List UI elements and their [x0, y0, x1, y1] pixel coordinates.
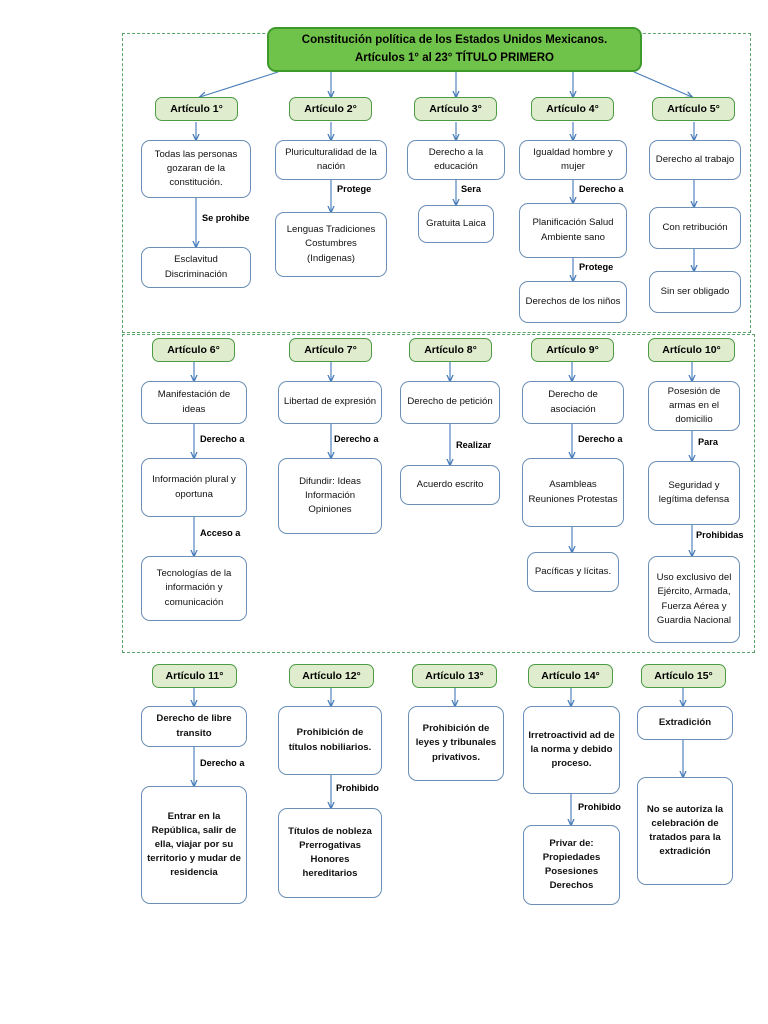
- node-r2c1-3: Tecnologías de la información y comunica…: [141, 556, 247, 621]
- edge-label-r1c4-1: Derecho a: [579, 184, 624, 194]
- node-r2c2-1: Libertad de expresión: [278, 381, 382, 424]
- node-r3c1-1: Derecho de libre transito: [141, 706, 247, 747]
- diagram-title: Constitución política de los Estados Uni…: [267, 27, 642, 72]
- node-r1c4-3: Derechos de los niños: [519, 281, 627, 323]
- edge-label-r2c4-1: Derecho a: [578, 434, 623, 444]
- edge-label-r1c1-1: Se prohibe: [202, 213, 250, 223]
- article-header-15[interactable]: Artículo 15°: [641, 664, 726, 688]
- node-r1c3-2: Gratuita Laica: [418, 205, 494, 243]
- node-r2c3-2: Acuerdo escrito: [400, 465, 500, 505]
- edge-label-r2c1-2: Acceso a: [200, 528, 241, 538]
- node-r3c2-1: Prohibición de títulos nobiliarios.: [278, 706, 382, 775]
- node-r1c2-1: Pluriculturalidad de la nación: [275, 140, 387, 180]
- node-r2c5-3: Uso exclusivo del Ejército, Armada, Fuer…: [648, 556, 740, 643]
- edge-label-r2c5-2: Prohibidas: [696, 530, 744, 540]
- node-r2c4-3: Pacíficas y lícitas.: [527, 552, 619, 592]
- article-header-5[interactable]: Artículo 5°: [652, 97, 735, 121]
- article-header-3[interactable]: Artículo 3°: [414, 97, 497, 121]
- edge-label-r2c1-1: Derecho a: [200, 434, 245, 444]
- article-header-13[interactable]: Artículo 13°: [412, 664, 497, 688]
- article-header-12[interactable]: Artículo 12°: [289, 664, 374, 688]
- title-line-1: Constitución política de los Estados Uni…: [301, 33, 608, 46]
- node-r2c5-2: Seguridad y legítima defensa: [648, 461, 740, 525]
- article-header-8[interactable]: Artículo 8°: [409, 338, 492, 362]
- node-r3c4-1: Irretroactivid ad de la norma y debido p…: [523, 706, 620, 794]
- edge-label-r3c4-1: Prohibido: [578, 802, 621, 812]
- group-region-2: [122, 334, 755, 653]
- article-header-2[interactable]: Artículo 2°: [289, 97, 372, 121]
- edge-label-r3c2-1: Prohibido: [336, 783, 379, 793]
- article-header-6[interactable]: Artículo 6°: [152, 338, 235, 362]
- edge-label-r1c2-1: Protege: [337, 184, 372, 194]
- node-r2c1-2: Información plural y oportuna: [141, 458, 247, 517]
- article-header-10[interactable]: Artículo 10°: [648, 338, 735, 362]
- edge-label-r1c4-2: Protege: [579, 262, 614, 272]
- article-header-11[interactable]: Artículo 11°: [152, 664, 237, 688]
- node-r1c4-2: Planificación Salud Ambiente sano: [519, 203, 627, 258]
- node-r1c5-2: Con retribución: [649, 207, 741, 249]
- edge-label-r1c3-1: Sera: [461, 184, 481, 194]
- edge-label-r2c2-1: Derecho a: [334, 434, 379, 444]
- node-r2c2-2: Difundir: Ideas Información Opiniones: [278, 458, 382, 534]
- node-r1c2-2: Lenguas Tradiciones Costumbres (Indigena…: [275, 212, 387, 277]
- article-header-9[interactable]: Artículo 9°: [531, 338, 614, 362]
- node-r1c4-1: Igualdad hombre y mujer: [519, 140, 627, 180]
- article-header-14[interactable]: Artículo 14°: [528, 664, 613, 688]
- node-r3c5-1: Extradición: [637, 706, 733, 740]
- edge-label-r2c5-1: Para: [698, 437, 718, 447]
- edge-label-r3c1-1: Derecho a: [200, 758, 245, 768]
- node-r2c3-1: Derecho de petición: [400, 381, 500, 424]
- node-r3c3-1: Prohibición de leyes y tribunales privat…: [408, 706, 504, 781]
- node-r2c4-2: Asambleas Reuniones Protestas: [522, 458, 624, 527]
- article-header-7[interactable]: Artículo 7°: [289, 338, 372, 362]
- title-line-2: Artículos 1° al 23° TÍTULO PRIMERO: [355, 51, 554, 64]
- node-r3c5-2: No se autoriza la celebración de tratado…: [637, 777, 733, 885]
- node-r1c1-2: Esclavitud Discriminación: [141, 247, 251, 288]
- node-r2c1-1: Manifestación de ideas: [141, 381, 247, 424]
- node-r3c2-2: Títulos de nobleza Prerrogativas Honores…: [278, 808, 382, 898]
- edge-label-r2c3-1: Realizar: [456, 440, 492, 450]
- node-r2c4-1: Derecho de asociación: [522, 381, 624, 424]
- node-r1c3-1: Derecho a la educación: [407, 140, 505, 180]
- node-r3c1-2: Entrar en la República, salir de ella, v…: [141, 786, 247, 904]
- node-r1c5-3: Sin ser obligado: [649, 271, 741, 313]
- article-header-4[interactable]: Artículo 4°: [531, 97, 614, 121]
- node-r3c4-2: Privar de: Propiedades Posesiones Derech…: [523, 825, 620, 905]
- node-r1c5-1: Derecho al trabajo: [649, 140, 741, 180]
- article-header-1[interactable]: Artículo 1°: [155, 97, 238, 121]
- node-r1c1-1: Todas las personas gozaran de la constit…: [141, 140, 251, 198]
- node-r2c5-1: Posesión de armas en el domicilio: [648, 381, 740, 431]
